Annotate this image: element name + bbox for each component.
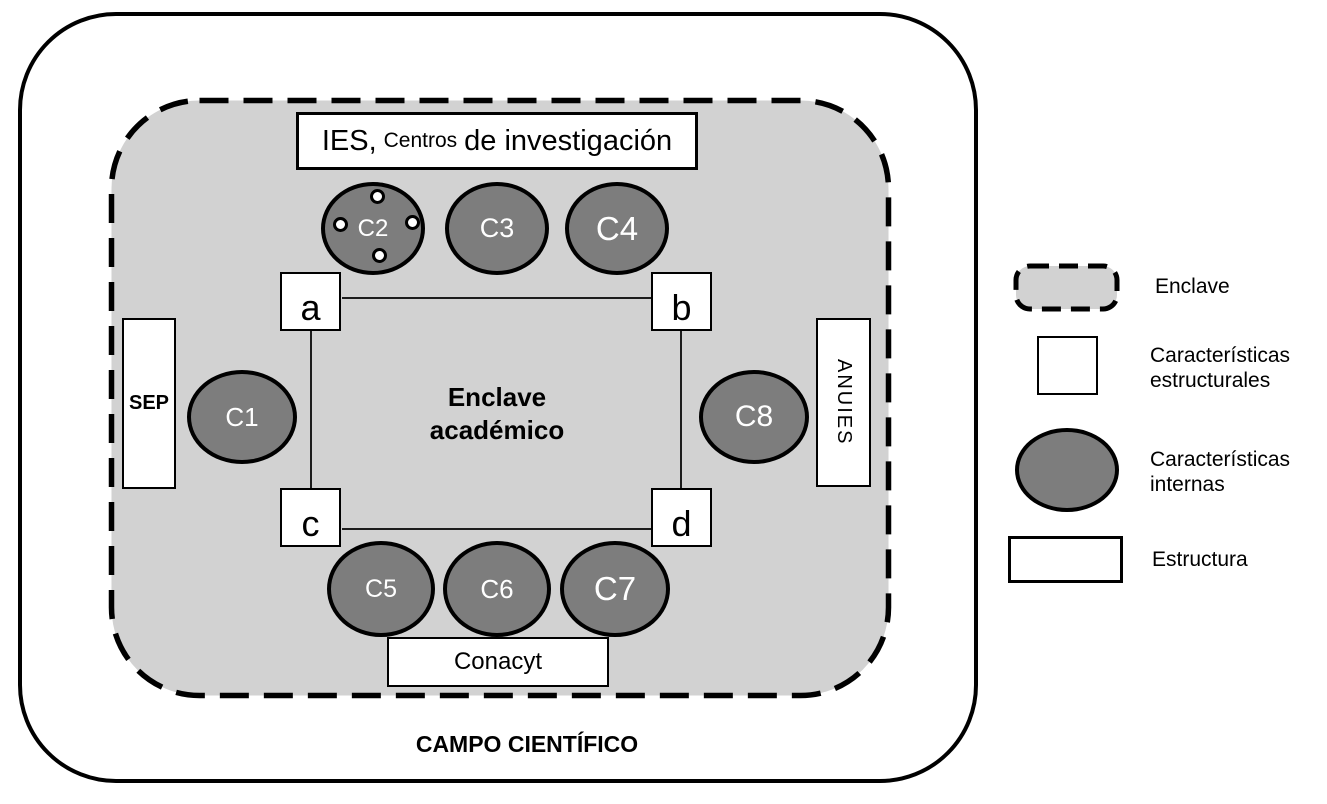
connector-c-d (342, 528, 652, 530)
c4-label: C4 (595, 209, 639, 247)
enclave-title-line2: académico (429, 414, 565, 445)
c2-satellite-dot-right (405, 215, 420, 230)
internal-characteristic-c6: C6 (443, 541, 551, 637)
legend-enclave-dashed-icon (1013, 263, 1120, 312)
conacyt-label: Conacyt (453, 648, 543, 675)
c2-satellite-dot-top (370, 189, 385, 204)
connector-b-d (680, 330, 682, 490)
c1-label: C1 (225, 401, 259, 432)
legend-estructurales-line1: Características (1150, 344, 1291, 367)
ies-label: IES, (321, 124, 377, 157)
enclave-title-line1: Enclave (447, 382, 547, 412)
c5-label: C5 (365, 574, 397, 603)
institution-anuies: ANUIES (816, 318, 871, 487)
sep-label: SEP (128, 392, 170, 414)
enclave-academico-title: Enclave académico (372, 381, 622, 446)
structural-node-c: c (280, 488, 341, 547)
internal-characteristic-c4: C4 (565, 182, 669, 275)
legend-enclave-label: Enclave (1155, 275, 1230, 298)
legend-internas-label: Características internas (1150, 448, 1290, 498)
c8-label: C8 (734, 400, 774, 433)
centros-label: Centros (383, 129, 458, 152)
c2-satellite-dot-bottom (372, 248, 387, 263)
structural-node-b: b (651, 272, 712, 331)
structural-node-c-label: c (301, 503, 320, 544)
legend-enclave-swatch (1013, 263, 1120, 312)
connector-a-c (310, 330, 312, 490)
internal-characteristic-c8: C8 (699, 370, 809, 464)
legend-internas-line2: internas (1150, 472, 1225, 496)
institution-conacyt: Conacyt (387, 637, 609, 687)
structural-node-d-label: d (671, 503, 692, 544)
connector-a-b (342, 297, 652, 299)
legend-estructurales-label: Características estructurales (1150, 344, 1290, 394)
internal-characteristic-c3: C3 (445, 182, 549, 275)
c2-satellite-dot-left (333, 217, 348, 232)
structural-node-b-label: b (671, 287, 692, 328)
legend-internas-swatch (1015, 428, 1119, 512)
institution-ies-centros: IES, Centros de investigación (296, 112, 698, 170)
c7-label: C7 (593, 570, 637, 607)
campo-cientifico-caption: CAMPO CIENTÍFICO (415, 731, 639, 757)
internal-characteristic-c2: C2 (321, 182, 425, 275)
legend-estructura-swatch (1008, 536, 1123, 583)
internal-characteristic-c7: C7 (560, 541, 670, 637)
c3-label: C3 (479, 213, 515, 243)
c2-label: C2 (357, 214, 389, 242)
internal-characteristic-c5: C5 (327, 541, 435, 637)
de-investigacion-label: de investigación (464, 124, 673, 157)
c6-label: C6 (480, 573, 514, 604)
legend-estructurales-line2: estructurales (1150, 368, 1271, 392)
institution-sep: SEP (122, 318, 176, 489)
structural-node-d: d (651, 488, 712, 547)
internal-characteristic-c1: C1 (187, 370, 297, 464)
legend-estructurales-swatch (1037, 336, 1098, 395)
structural-node-a-label: a (300, 287, 321, 328)
anuies-label: ANUIES (833, 359, 855, 446)
structural-node-a: a (280, 272, 341, 331)
legend-internas-line1: Características (1150, 448, 1291, 471)
legend-estructura-label: Estructura (1152, 548, 1248, 571)
